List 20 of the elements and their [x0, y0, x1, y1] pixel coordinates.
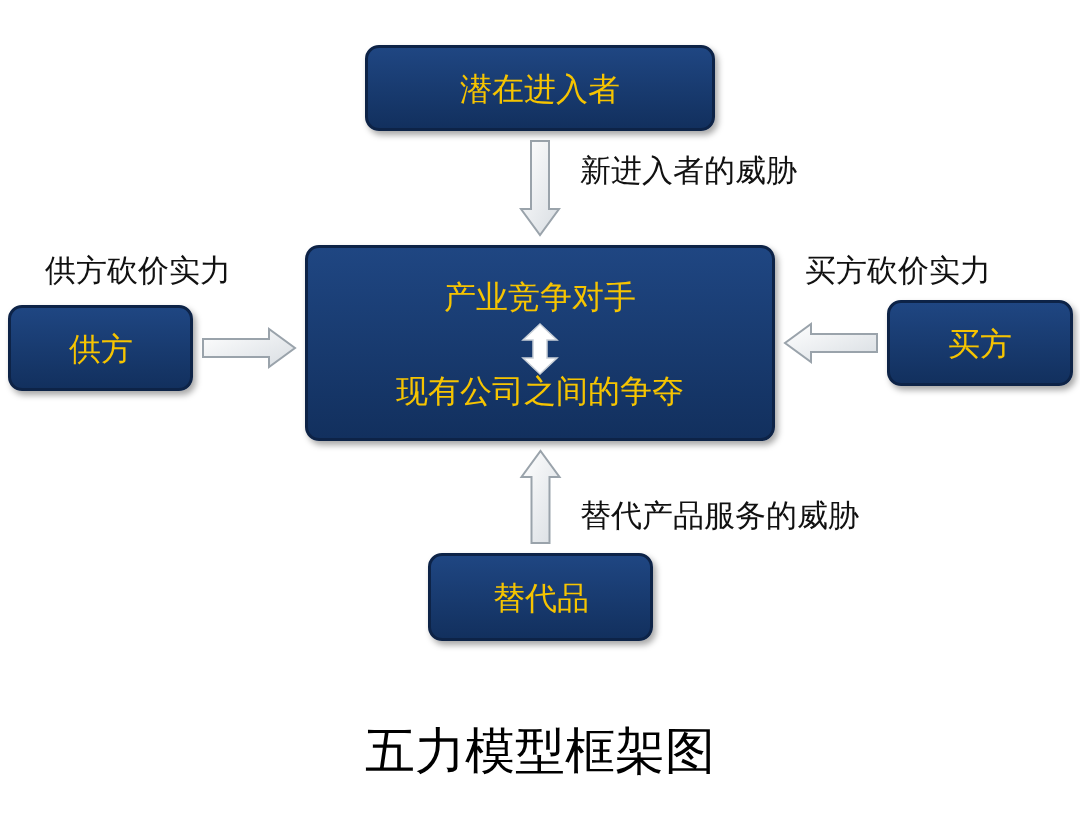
box-label: 供方 [67, 329, 134, 370]
block-arrow [519, 449, 562, 544]
edge-label: 替代产品服务的威胁 [580, 496, 859, 535]
process-box [887, 300, 1073, 386]
block-arrow [783, 322, 878, 364]
caption: 五力模型框架图 [364, 721, 716, 782]
edge-label: 供方砍价实力 [45, 251, 231, 290]
process-box [305, 245, 775, 441]
box-label: 现有公司之间的争夺 [395, 371, 685, 412]
box-label: 替代品 [491, 578, 590, 619]
box-label: 买方 [947, 324, 1013, 365]
box-label: 潜在进入者 [459, 69, 621, 110]
block-arrow [202, 327, 297, 369]
box-label: 产业竞争对手 [443, 277, 637, 318]
process-box [428, 553, 653, 641]
edge-label: 新进入者的威胁 [580, 151, 797, 190]
edge-label: 买方砍价实力 [805, 251, 991, 290]
process-box [365, 45, 715, 131]
process-box [8, 305, 193, 391]
block-arrow [519, 140, 561, 237]
